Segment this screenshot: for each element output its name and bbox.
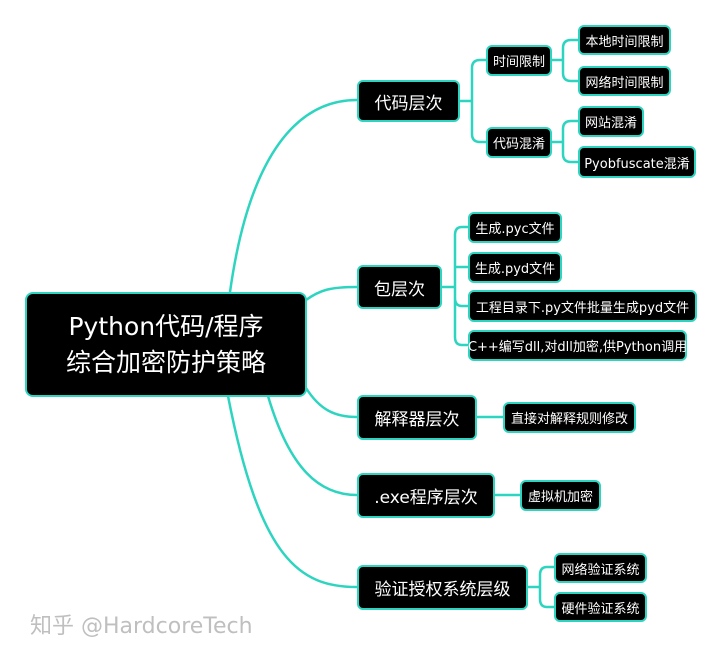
- watermark: 知乎 @HardcoreTech: [30, 614, 253, 639]
- link-obf-children: [551, 119, 578, 164]
- node-time-limit[interactable]: 时间限制: [486, 45, 552, 76]
- node-auth-level[interactable]: 验证授权系统层级: [357, 565, 528, 610]
- node-gen-pyc[interactable]: 生成.pyc文件: [468, 212, 562, 243]
- node-network-auth[interactable]: 网络验证系统: [554, 553, 647, 583]
- link-root-interpreter: [304, 387, 358, 419]
- node-pyobfuscate[interactable]: Pyobfuscate混淆: [578, 146, 696, 178]
- root-node[interactable]: Python代码/程序 综合加密防护策略: [25, 292, 307, 397]
- node-cpp-dll[interactable]: C++编写dll,对dll加密,供Python调用: [468, 330, 687, 361]
- node-network-time-limit[interactable]: 网络时间限制: [578, 66, 671, 96]
- link-time-children: [551, 38, 578, 83]
- node-interpreter-level[interactable]: 解释器层次: [357, 395, 477, 440]
- link-package-children: [441, 225, 468, 347]
- node-exe-level[interactable]: .exe程序层次: [357, 473, 495, 518]
- link-root-auth: [226, 395, 358, 589]
- node-code-level[interactable]: 代码层次: [357, 80, 460, 122]
- link-root-package: [305, 285, 358, 302]
- node-batch-pyd[interactable]: 工程目录下.py文件批量生成pyd文件: [468, 290, 697, 322]
- node-modify-interpreter[interactable]: 直接对解释规则修改: [503, 402, 636, 433]
- node-code-obfuscation[interactable]: 代码混淆: [486, 127, 552, 158]
- link-root-exe: [266, 395, 358, 497]
- node-local-time-limit[interactable]: 本地时间限制: [578, 25, 671, 55]
- link-auth-children: [527, 565, 554, 609]
- link-code-children: [460, 58, 486, 144]
- root-title-line1: Python代码/程序: [68, 311, 264, 341]
- node-hardware-auth[interactable]: 硬件验证系统: [554, 592, 647, 622]
- node-vm-encryption[interactable]: 虚拟机加密: [520, 480, 601, 511]
- node-package-level[interactable]: 包层次: [357, 265, 442, 309]
- link-root-code: [228, 98, 358, 293]
- node-website-obfuscation[interactable]: 网站混淆: [578, 106, 644, 137]
- node-gen-pyd[interactable]: 生成.pyd文件: [468, 252, 562, 283]
- root-title-line2: 综合加密防护策略: [65, 347, 266, 377]
